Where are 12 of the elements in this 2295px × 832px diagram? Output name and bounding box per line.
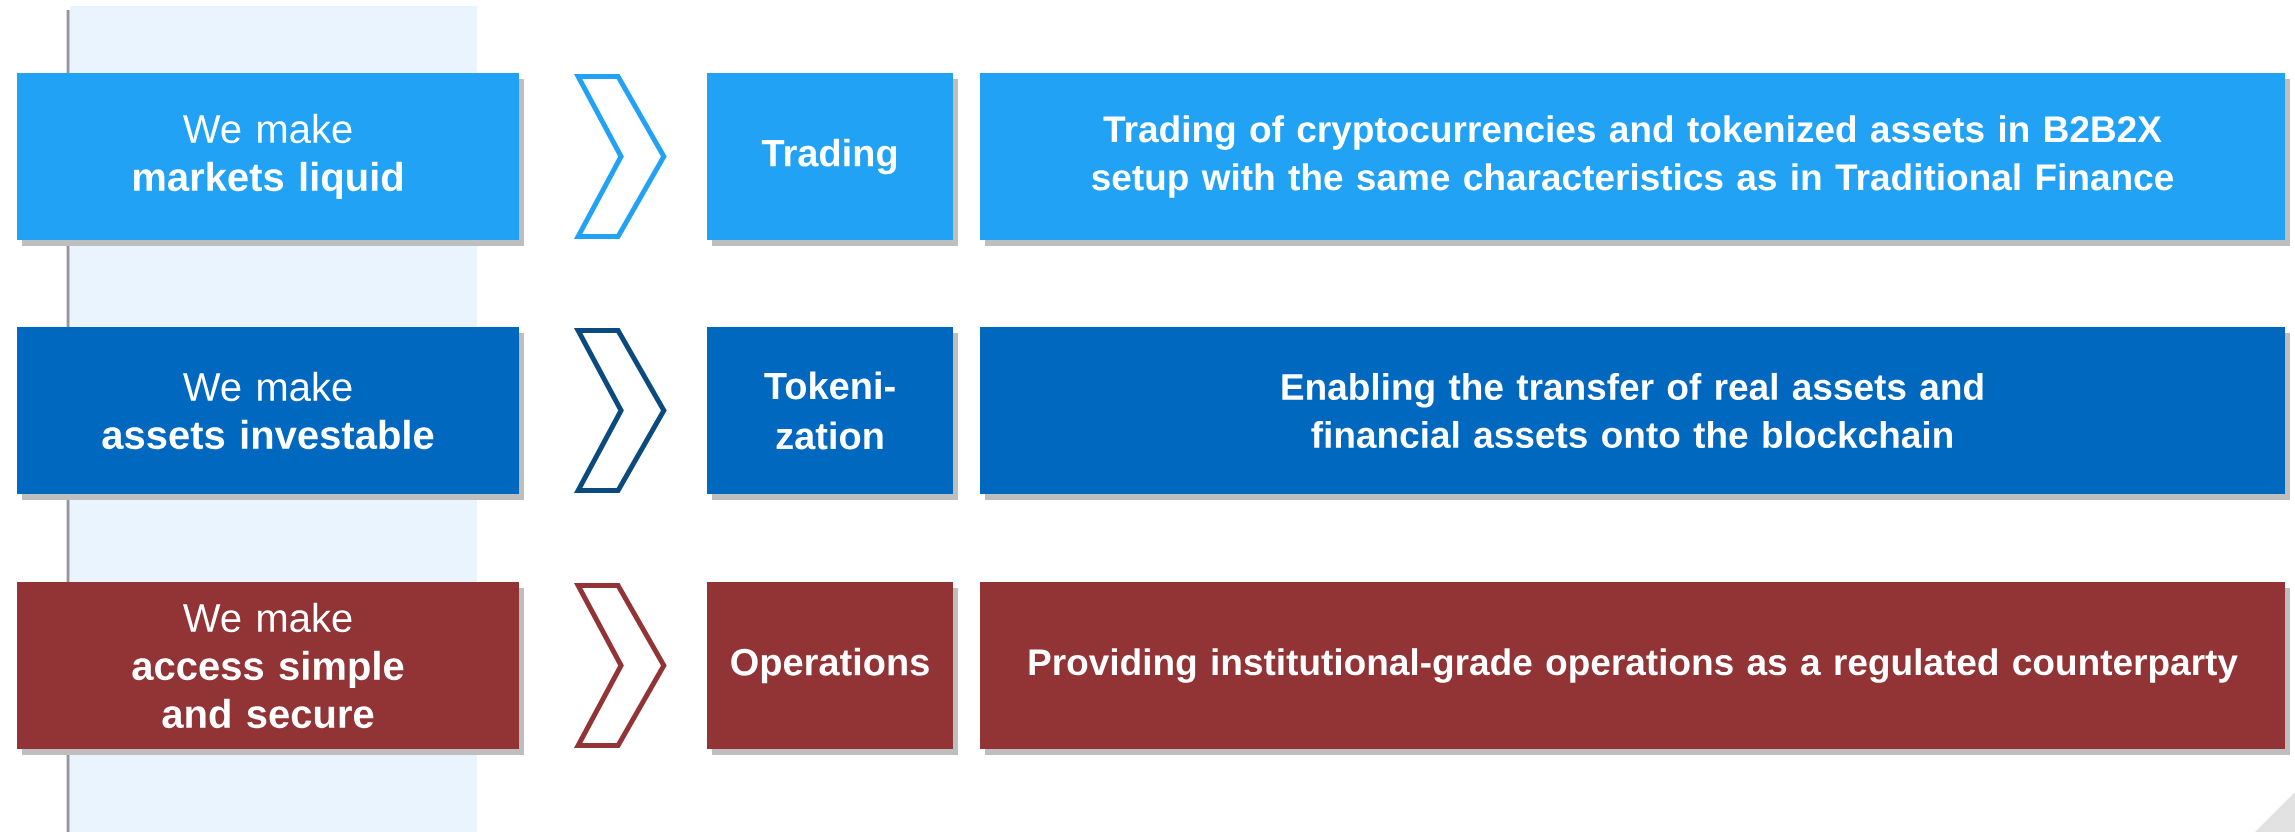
chevron-arrow <box>573 74 667 239</box>
chevron-arrow <box>573 583 667 748</box>
chevron-arrow <box>573 328 667 493</box>
statement-box: We make access simple and secure <box>17 582 524 755</box>
category-box: Tokeni-zation <box>707 327 958 500</box>
category-box: Operations <box>707 582 958 755</box>
category-box: Trading <box>707 73 958 246</box>
description-box: Enabling the transfer of real assets and financial assets onto the blockchain <box>980 327 2290 500</box>
description-box: Trading of cryptocurrencies and tokenized assets in B2B2X setup with the same characteristics as in Traditional Finance <box>980 73 2290 246</box>
statement-box: We make assets investable <box>17 327 524 500</box>
description-box: Providing institutional-grade operations as a regulated counterparty <box>980 582 2290 755</box>
statement-box: We make markets liquid <box>17 73 524 246</box>
